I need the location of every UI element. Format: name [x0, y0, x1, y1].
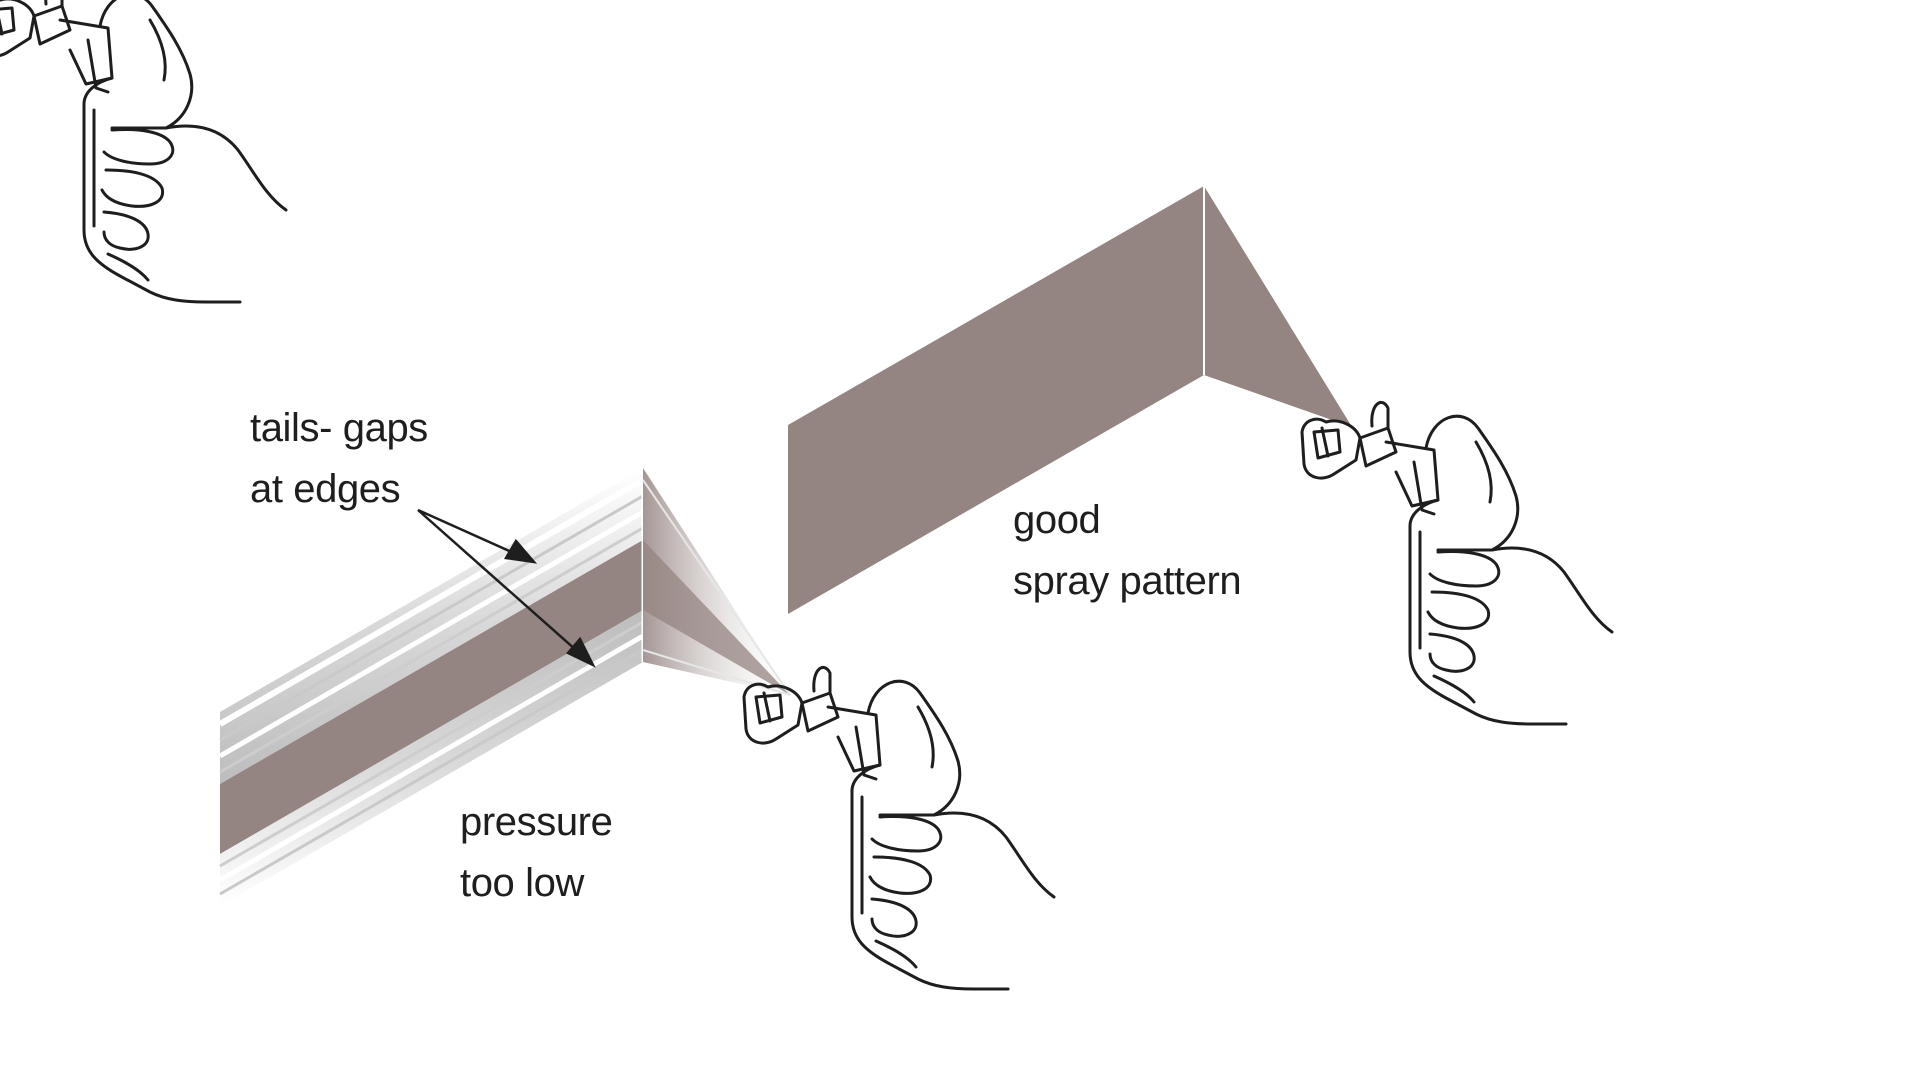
- spray-gun-right-icon: [1300, 400, 1614, 726]
- tails-gaps-label: tails- gaps at edges: [250, 398, 428, 520]
- pressure-too-low-label: pressure too low: [460, 792, 613, 914]
- bad-spray-band: [218, 468, 791, 906]
- good-label-line2: spray pattern: [1013, 559, 1242, 603]
- callout-arrows: [417, 508, 596, 668]
- arrow-head-upper: [503, 538, 538, 564]
- tails-label-line1: tails- gaps: [250, 406, 428, 450]
- upper-tail: [220, 468, 643, 784]
- good-spray-fan: [1204, 186, 1352, 427]
- good-spray-pattern: [788, 186, 1352, 614]
- pressure-label-line2: too low: [460, 861, 584, 905]
- arrow-head-lower: [565, 636, 596, 668]
- good-label-line1: good: [1013, 498, 1101, 542]
- weak-spray-fan: [643, 468, 790, 695]
- good-paint-band: [788, 186, 1204, 614]
- paint-core: [220, 540, 643, 854]
- pressure-label-line1: pressure: [460, 800, 613, 844]
- good-spray-pattern-label: good spray pattern: [1013, 490, 1242, 612]
- spray-gun-left-icon: [742, 665, 1056, 991]
- tails-label-line2: at edges: [250, 467, 401, 511]
- spray-gun-in-hand-icon: [0, 0, 288, 304]
